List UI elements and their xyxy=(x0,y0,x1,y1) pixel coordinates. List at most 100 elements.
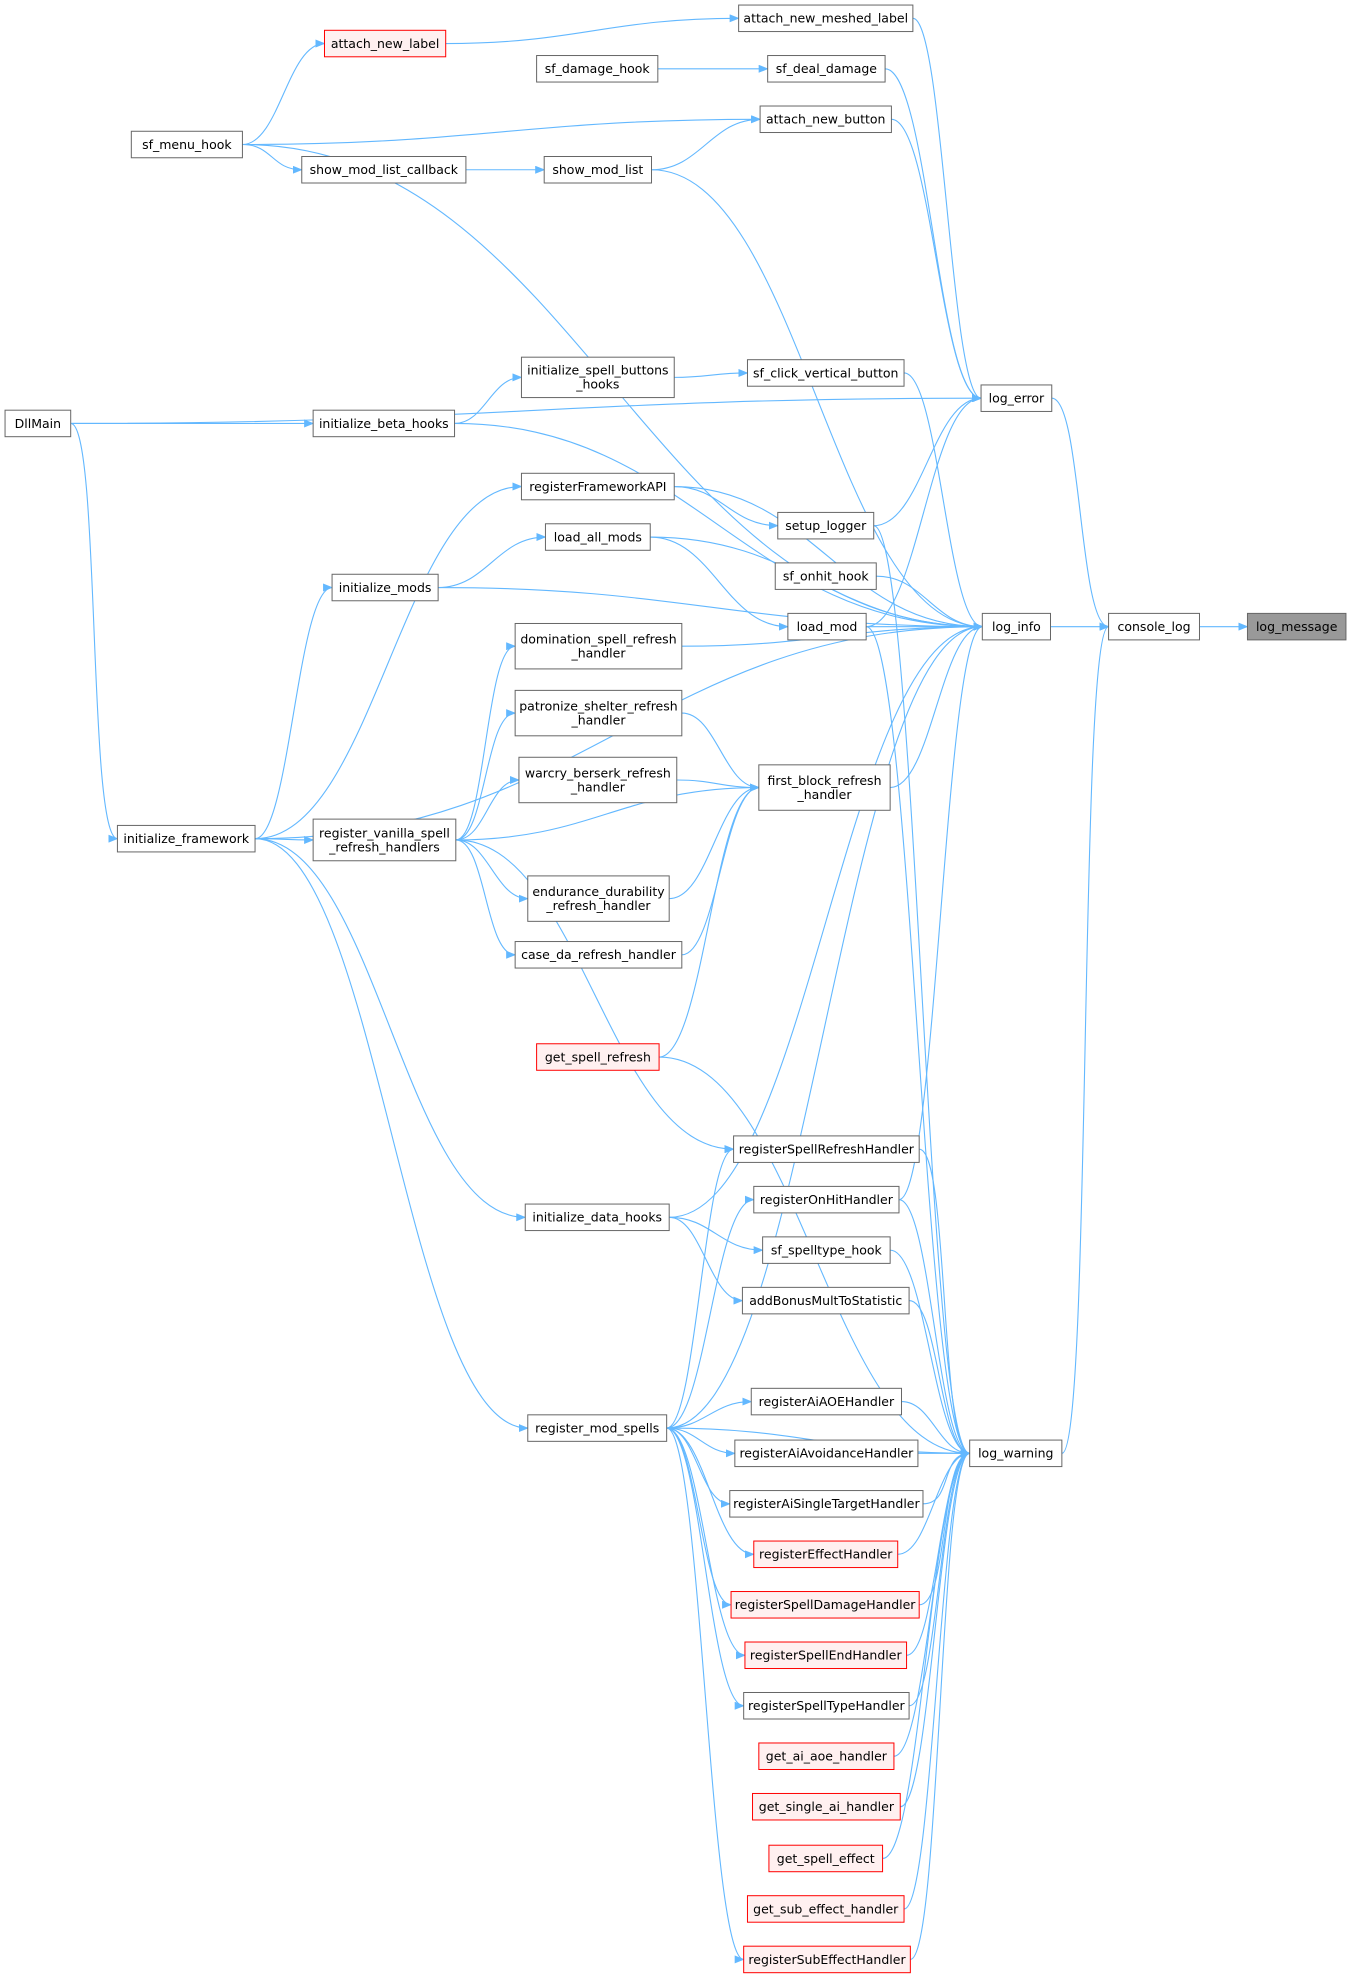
node-dll-main[interactable]: DllMain xyxy=(4,409,72,438)
node-box[interactable] xyxy=(514,689,683,737)
node-box[interactable] xyxy=(130,130,243,159)
node-register-ai-aoehandler[interactable]: registerAiAOEHandler xyxy=(750,1387,903,1416)
node-box[interactable] xyxy=(312,409,456,438)
node-box[interactable] xyxy=(536,55,659,83)
node-box[interactable] xyxy=(1246,612,1347,641)
node-box[interactable] xyxy=(759,105,892,134)
node-register-vanilla-spell-refresh-handlers[interactable]: register_vanilla_spell_refresh_handlers xyxy=(312,818,457,862)
node-box[interactable] xyxy=(514,941,683,969)
node-box[interactable] xyxy=(750,1387,903,1416)
node-box[interactable] xyxy=(4,409,72,438)
node-get-spell-refresh[interactable]: get_spell_refresh xyxy=(536,1043,660,1071)
node-box[interactable] xyxy=(762,1236,891,1264)
node-setup-logger[interactable]: setup_logger xyxy=(777,511,875,540)
node-initialize-beta-hooks[interactable]: initialize_beta_hooks xyxy=(312,409,456,438)
node-endurance-durability-refresh-handler[interactable]: endurance_durability_refresh_handler xyxy=(527,875,670,922)
node-sf-damage-hook[interactable]: sf_damage_hook xyxy=(536,55,659,83)
node-register-mod-spells[interactable]: register_mod_spells xyxy=(527,1414,668,1442)
node-box[interactable] xyxy=(524,1203,670,1232)
node-box[interactable] xyxy=(787,612,867,641)
node-box[interactable] xyxy=(1108,612,1200,641)
node-case-da-refresh-handler[interactable]: case_da_refresh_handler xyxy=(514,941,683,969)
node-show-mod-list[interactable]: show_mod_list xyxy=(543,156,653,184)
node-register-spell-damage-handler[interactable]: registerSpellDamageHandler xyxy=(730,1591,920,1619)
node-get-sub-effect-handler[interactable]: get_sub_effect_handler xyxy=(746,1895,905,1923)
node-box[interactable] xyxy=(544,523,651,551)
node-box[interactable] xyxy=(752,1792,901,1821)
node-box[interactable] xyxy=(543,156,653,184)
node-attach-new-label[interactable]: attach_new_label xyxy=(323,29,447,58)
node-initialize-data-hooks[interactable]: initialize_data_hooks xyxy=(524,1203,670,1232)
node-get-ai-aoe-handler[interactable]: get_ai_aoe_handler xyxy=(758,1742,895,1770)
node-sf-onhit-hook[interactable]: sf_onhit_hook xyxy=(774,562,877,590)
node-box[interactable] xyxy=(746,1895,905,1923)
node-sf-click-vertical-button[interactable]: sf_click_vertical_button xyxy=(746,359,905,387)
node-box[interactable] xyxy=(774,562,877,590)
node-box[interactable] xyxy=(527,875,670,922)
node-register-spell-end-handler[interactable]: registerSpellEndHandler xyxy=(744,1641,908,1670)
node-box[interactable] xyxy=(301,156,467,184)
node-register-ai-avoidance-handler[interactable]: registerAiAvoidanceHandler xyxy=(734,1439,919,1468)
node-get-single-ai-handler[interactable]: get_single_ai_handler xyxy=(752,1792,901,1821)
node-initialize-framework[interactable]: initialize_framework xyxy=(116,824,256,853)
node-get-spell-effect[interactable]: get_spell_effect xyxy=(768,1844,884,1873)
node-box[interactable] xyxy=(520,356,675,399)
node-box[interactable] xyxy=(753,1185,900,1214)
node-box[interactable] xyxy=(734,1439,919,1468)
node-box[interactable] xyxy=(733,1135,920,1163)
node-box[interactable] xyxy=(767,55,886,83)
node-box[interactable] xyxy=(536,1043,660,1071)
node-box[interactable] xyxy=(768,1844,884,1873)
node-initialize-mods[interactable]: initialize_mods xyxy=(331,573,439,602)
node-first-block-refresh-handler[interactable]: first_block_refresh_handler xyxy=(758,764,891,811)
node-box[interactable] xyxy=(730,1591,920,1619)
node-box[interactable] xyxy=(753,1540,899,1569)
node-sf-deal-damage[interactable]: sf_deal_damage xyxy=(767,55,886,83)
node-box[interactable] xyxy=(331,573,439,602)
node-console-log[interactable]: console_log xyxy=(1108,612,1200,641)
node-register-spell-type-handler[interactable]: registerSpellTypeHandler xyxy=(743,1691,910,1720)
node-box[interactable] xyxy=(520,472,675,501)
node-log-error[interactable]: log_error xyxy=(980,384,1053,412)
node-box[interactable] xyxy=(514,622,683,670)
node-box[interactable] xyxy=(741,1286,910,1315)
node-register-framework-api[interactable]: registerFrameworkAPI xyxy=(520,472,675,501)
node-register-on-hit-handler[interactable]: registerOnHitHandler xyxy=(753,1185,900,1214)
node-warcry-berserk-refresh-handler[interactable]: warcry_berserk_refresh_handler xyxy=(518,756,678,804)
node-box[interactable] xyxy=(777,511,875,540)
node-box[interactable] xyxy=(980,384,1053,412)
node-box[interactable] xyxy=(323,29,447,58)
node-domination-spell-refresh-handler[interactable]: domination_spell_refresh_handler xyxy=(514,622,683,670)
node-log-message[interactable]: log_message xyxy=(1246,612,1347,641)
node-box[interactable] xyxy=(116,824,256,853)
node-show-mod-list-callback[interactable]: show_mod_list_callback xyxy=(301,156,467,184)
node-box[interactable] xyxy=(527,1414,668,1442)
node-load-all-mods[interactable]: load_all_mods xyxy=(544,523,651,551)
node-box[interactable] xyxy=(312,818,457,862)
node-box[interactable] xyxy=(969,1439,1063,1468)
node-attach-new-meshed-label[interactable]: attach_new_meshed_label xyxy=(738,4,914,33)
node-register-spell-refresh-handler[interactable]: registerSpellRefreshHandler xyxy=(733,1135,920,1163)
node-box[interactable] xyxy=(743,1691,910,1720)
node-load-mod[interactable]: load_mod xyxy=(787,612,867,641)
node-register-sub-effect-handler[interactable]: registerSubEffectHandler xyxy=(743,1945,911,1974)
node-log-info[interactable]: log_info xyxy=(981,612,1051,641)
node-patronize-shelter-refresh-handler[interactable]: patronize_shelter_refresh_handler xyxy=(514,689,683,737)
node-box[interactable] xyxy=(738,4,914,33)
node-sf-menu-hook[interactable]: sf_menu_hook xyxy=(130,130,243,159)
node-add-bonus-mult-to-statistic[interactable]: addBonusMultToStatistic xyxy=(741,1286,910,1315)
node-box[interactable] xyxy=(744,1641,908,1670)
node-box[interactable] xyxy=(981,612,1051,641)
node-box[interactable] xyxy=(758,1742,895,1770)
node-box[interactable] xyxy=(758,764,891,811)
node-box[interactable] xyxy=(743,1945,911,1974)
node-sf-spelltype-hook[interactable]: sf_spelltype_hook xyxy=(762,1236,891,1264)
node-attach-new-button[interactable]: attach_new_button xyxy=(759,105,892,134)
node-box[interactable] xyxy=(729,1490,924,1518)
node-register-ai-single-target-handler[interactable]: registerAiSingleTargetHandler xyxy=(729,1490,924,1518)
node-log-warning[interactable]: log_warning xyxy=(969,1439,1063,1468)
node-box[interactable] xyxy=(518,756,678,804)
node-register-effect-handler[interactable]: registerEffectHandler xyxy=(753,1540,899,1569)
node-initialize-spell-buttons-hooks[interactable]: initialize_spell_buttons_hooks xyxy=(520,356,675,399)
node-box[interactable] xyxy=(746,359,905,387)
